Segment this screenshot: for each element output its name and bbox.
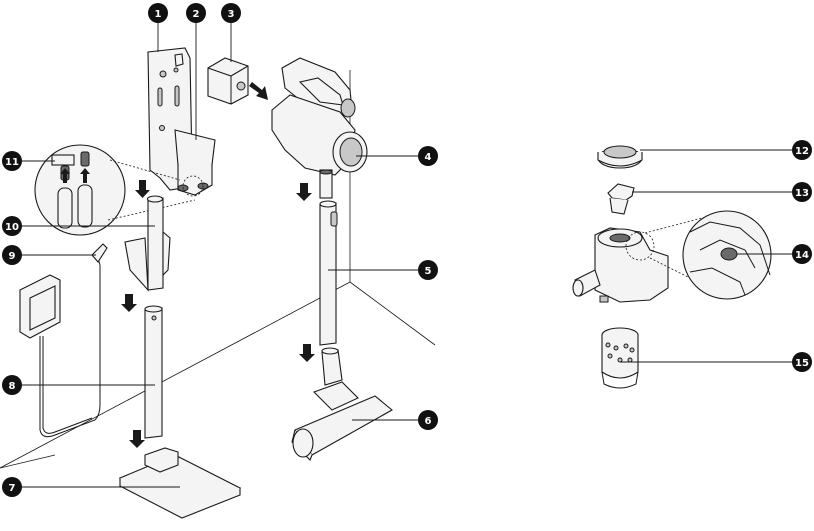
svg-text:7: 7 (9, 483, 16, 494)
callout-3: 3 (221, 3, 241, 23)
main-body (271, 57, 368, 201)
floor-nozzle (291, 347, 393, 461)
leader-lines (20, 20, 795, 488)
svg-text:6: 6 (425, 416, 432, 427)
svg-text:10: 10 (5, 222, 19, 233)
bottom-filter (601, 327, 639, 389)
inner-filter (607, 183, 635, 215)
filter-cap (597, 145, 643, 169)
battery (207, 57, 268, 105)
callout-13: 13 (792, 182, 812, 202)
detail-magnifier-right (682, 210, 772, 300)
svg-text:13: 13 (795, 188, 809, 199)
svg-text:8: 8 (9, 381, 16, 392)
svg-text:15: 15 (795, 358, 809, 369)
dust-container (572, 211, 731, 303)
svg-text:5: 5 (425, 266, 432, 277)
svg-text:14: 14 (795, 250, 809, 261)
svg-text:3: 3 (228, 9, 235, 20)
callout-2: 2 (186, 3, 206, 23)
stand-holder (174, 129, 216, 196)
svg-text:4: 4 (425, 152, 432, 163)
callout-1: 1 (148, 3, 168, 23)
svg-text:12: 12 (795, 146, 809, 157)
svg-text:2: 2 (193, 9, 200, 20)
callout-7: 7 (2, 477, 22, 497)
lower-stand-tube (121, 294, 163, 448)
callout-6: 6 (418, 410, 438, 430)
charger-adapter (19, 243, 108, 438)
callout-9: 9 (2, 245, 22, 265)
detail-magnifier-left (34, 144, 204, 236)
callout-14: 14 (792, 244, 812, 264)
callout-5: 5 (418, 260, 438, 280)
stand-base (118, 447, 242, 519)
svg-text:11: 11 (5, 157, 19, 168)
svg-text:9: 9 (9, 251, 16, 262)
callout-10: 10 (2, 216, 22, 236)
callout-8: 8 (2, 375, 22, 395)
stand-tube (124, 180, 171, 292)
callout-12: 12 (792, 140, 812, 160)
extension-wand (299, 200, 338, 362)
svg-text:1: 1 (155, 9, 162, 20)
callout-4: 4 (418, 146, 438, 166)
callout-15: 15 (792, 352, 812, 372)
callout-11: 11 (2, 151, 22, 171)
